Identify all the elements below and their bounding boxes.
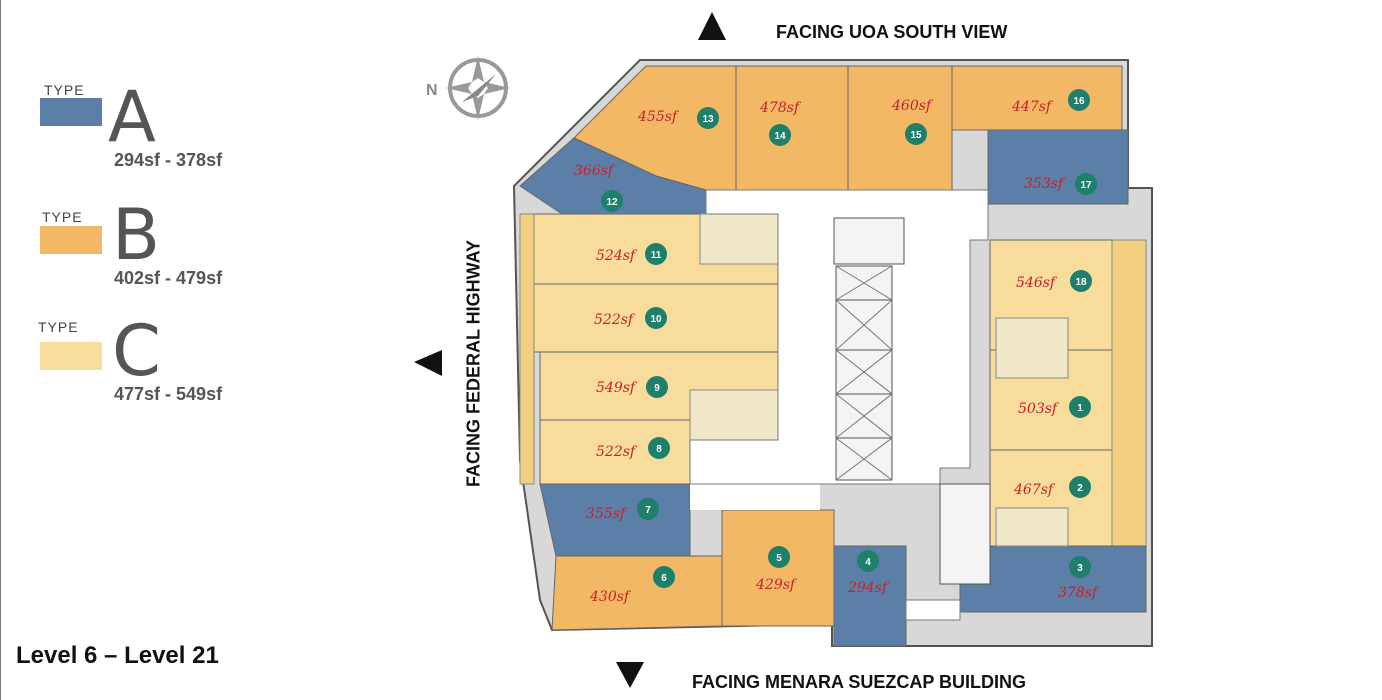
unit-6-badge [653,566,675,588]
legend-type-b-label: TYPE [42,209,83,225]
legend-type-c-range: 477sf - 549sf [114,384,223,404]
unit-3-area [959,545,1147,613]
compass-icon: N [426,56,510,120]
unit-7-number: 7 [645,505,651,516]
unit-16-area-label: 447sf [1011,99,1054,115]
arrow-down-icon [616,662,644,688]
unit-6-number: 6 [661,573,667,584]
legend-type-a-label: TYPE [44,82,85,98]
unit-14-badge [769,124,791,146]
unit-17-area-label: 353sf [1024,176,1066,192]
unit-6-area-label: 430sf [589,589,632,605]
legend-type-a-swatch [40,98,102,126]
unit-9-badge [646,376,668,398]
level-range-label: Level 6 – Level 21 [16,642,219,669]
unit-15-number: 15 [910,130,922,141]
unit-14-area [735,65,849,191]
unit-4-number: 4 [865,557,871,568]
unit-5-badge [768,546,790,568]
unit-14-number: 14 [774,131,786,142]
unit-18-badge [1070,270,1092,292]
unit-7-area-label: 355sf [586,506,628,522]
unit-11-badge [645,243,667,265]
unit-7-badge [637,498,659,520]
unit-10-area-label: 522sf [594,312,636,328]
unit-1-badge [1069,396,1091,418]
unit-2-badge [1069,476,1091,498]
unit-17-badge [1075,173,1097,195]
unit-18-area-label: 546sf [1016,275,1058,291]
unit-9-area-label: 549sf [596,380,638,396]
unit-8-badge [648,437,670,459]
unit-4-area [833,545,907,647]
unit-17-number: 17 [1080,180,1092,191]
compass-north-label: N [426,82,438,99]
building-core [689,189,991,621]
unit-15-badge [905,123,927,145]
unit-2-number: 2 [1077,483,1083,494]
unit-12-number: 12 [606,197,618,208]
unit-3-area-label: 378sf [1058,585,1100,601]
unit-8-area-label: 522sf [596,444,638,460]
unit-2-area-label: 467sf [1013,482,1056,498]
unit-labels: 503sf 1 467sf 2 378sf 3 294sf 4 429sf 5 430sf 6 355s… [574,89,1100,605]
unit-12-badge [601,190,623,212]
units-right-column [959,239,1147,613]
facing-bottom-label: FACING MENARA SUEZCAP BUILDING [692,672,1027,692]
unit-6-area [551,555,723,631]
unit-13-badge [697,107,719,129]
unit-3-number: 3 [1077,563,1083,574]
unit-12-area-label: 366sf [574,163,616,179]
unit-15-area [847,65,953,191]
unit-13-number: 13 [702,114,714,125]
stair-bottom [939,483,991,585]
unit-3-badge [1069,556,1091,578]
unit-5-number: 5 [776,553,782,564]
unit-5-area [721,509,835,627]
unit-16-area [951,65,1123,131]
legend-type-c-letter: C [112,310,161,392]
legend-type-c-label: TYPE [38,319,79,335]
legend-type-c-swatch [40,342,102,370]
arrow-left-icon [414,350,442,376]
legend-type-b-swatch [40,226,102,254]
unit-18-number: 18 [1075,277,1087,288]
legend-type-a-letter: A [108,76,156,158]
stair-top [833,217,905,265]
unit-11-area-label: 524sf [596,248,638,264]
unit-1-area-label: 503sf [1018,401,1060,417]
legend-type-a-range: 294sf - 378sf [114,150,223,170]
unit-9-number: 9 [654,383,660,394]
unit-17-area [987,129,1129,205]
unit-14-area-label: 478sf [759,100,802,116]
unit-10-badge [645,307,667,329]
unit-10-number: 10 [650,314,662,325]
unit-1-number: 1 [1077,403,1083,414]
unit-11-number: 11 [651,250,662,261]
unit-13-area-label: 455sf [637,109,680,125]
facing-top-label: FACING UOA SOUTH VIEW [776,22,1008,42]
unit-4-area-label: 294sf [847,580,890,596]
arrow-up-icon [698,12,726,40]
unit-15-area-label: 460sf [891,98,934,114]
unit-16-number: 16 [1073,96,1085,107]
legend-type-b-letter: B [112,194,161,276]
unit-8-number: 8 [656,444,662,455]
unit-5-area-label: 429sf [755,577,798,593]
lift-shaft [835,265,893,481]
page-border [0,0,1,700]
unit-16-badge [1068,89,1090,111]
unit-4-badge [857,550,879,572]
legend-type-b-range: 402sf - 479sf [114,268,223,288]
